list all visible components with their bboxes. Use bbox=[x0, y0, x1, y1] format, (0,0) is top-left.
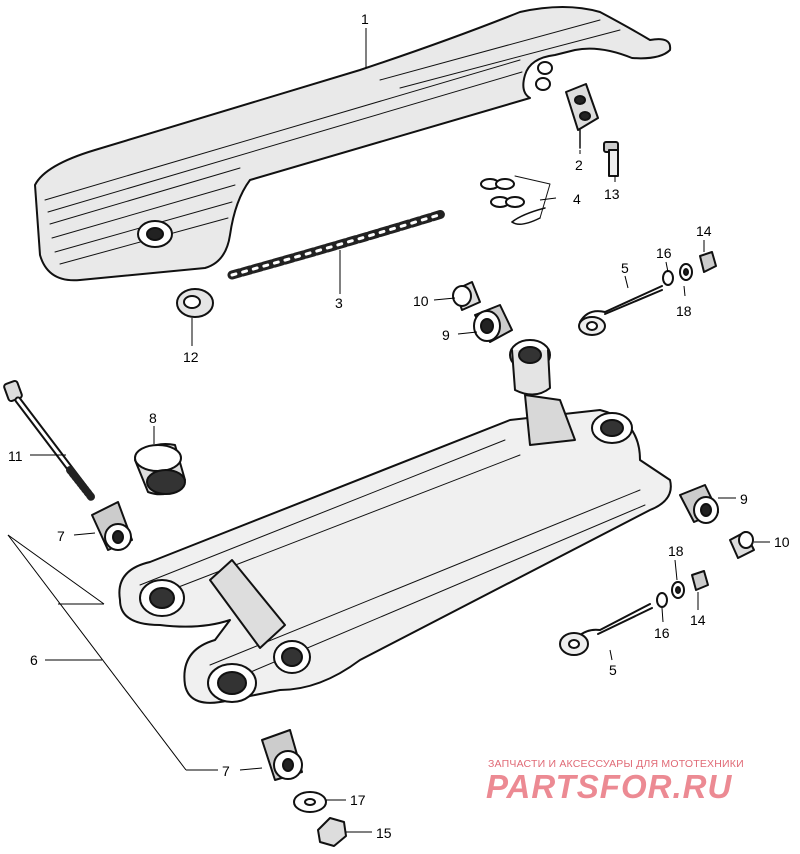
callout-9-top: 9 bbox=[442, 327, 450, 343]
callout-10-top: 10 bbox=[413, 293, 429, 309]
nut-part bbox=[691, 570, 709, 591]
callout-15: 15 bbox=[376, 825, 392, 841]
spacer-part bbox=[452, 281, 481, 311]
flat-washer-part bbox=[293, 791, 327, 813]
nut-part bbox=[699, 251, 717, 273]
callout-14-top: 14 bbox=[696, 223, 712, 239]
callout-16-top: 16 bbox=[656, 245, 672, 261]
callout-9-right: 9 bbox=[740, 491, 748, 507]
pivot-bushing-part bbox=[134, 443, 186, 496]
callout-10-right: 10 bbox=[774, 534, 790, 550]
watermark-subtitle: ЗАПЧАСТИ И АКСЕССУАРЫ ДЛЯ МОТОТЕХНИКИ bbox=[488, 758, 744, 770]
bolt-part bbox=[603, 141, 619, 177]
swing-arm-part bbox=[118, 339, 672, 704]
chain-case-part bbox=[34, 6, 672, 282]
collar-part bbox=[473, 304, 513, 343]
callout-8: 8 bbox=[149, 410, 157, 426]
spacer-part bbox=[729, 531, 755, 559]
pivot-bolt-part bbox=[3, 379, 96, 502]
callout-16-bottom: 16 bbox=[654, 625, 670, 641]
callout-11: 11 bbox=[8, 448, 23, 464]
callout-14-bottom: 14 bbox=[690, 612, 706, 628]
master-link-part bbox=[480, 175, 551, 225]
bushing-part bbox=[91, 501, 133, 551]
lock-washer-part bbox=[679, 263, 693, 281]
callout-7-bottom: 7 bbox=[222, 763, 230, 779]
bushing-part bbox=[261, 729, 303, 781]
cap-nut-part bbox=[317, 817, 347, 847]
callout-1: 1 bbox=[361, 11, 369, 27]
chain-adjuster-part bbox=[578, 285, 663, 336]
grommet-part bbox=[176, 288, 214, 318]
callout-4: 4 bbox=[573, 191, 581, 207]
callout-2: 2 bbox=[575, 157, 583, 173]
callout-labels: 1 2 3 4 5 5 6 7 7 8 9 9 10 10 11 12 13 1… bbox=[8, 11, 790, 841]
washer-part bbox=[656, 592, 668, 608]
callout-5-bottom: 5 bbox=[609, 662, 617, 678]
callout-12: 12 bbox=[183, 349, 199, 365]
callout-18-top: 18 bbox=[676, 303, 692, 319]
callout-3: 3 bbox=[335, 295, 343, 311]
leader-lines bbox=[7, 28, 770, 833]
chain-adjuster-part bbox=[559, 603, 653, 656]
callout-5-top: 5 bbox=[621, 260, 629, 276]
callout-18-bottom: 18 bbox=[668, 543, 684, 559]
watermark-logo: PARTSFOR.RU bbox=[486, 768, 733, 805]
callout-13: 13 bbox=[604, 186, 620, 202]
lock-washer-part bbox=[671, 581, 685, 599]
mounting-plate-part bbox=[565, 83, 599, 149]
callout-17: 17 bbox=[350, 792, 366, 808]
washer-part bbox=[662, 270, 674, 286]
callout-7-top: 7 bbox=[57, 528, 65, 544]
collar-part bbox=[679, 484, 719, 524]
chain-part bbox=[227, 209, 447, 280]
callout-6: 6 bbox=[30, 652, 38, 668]
